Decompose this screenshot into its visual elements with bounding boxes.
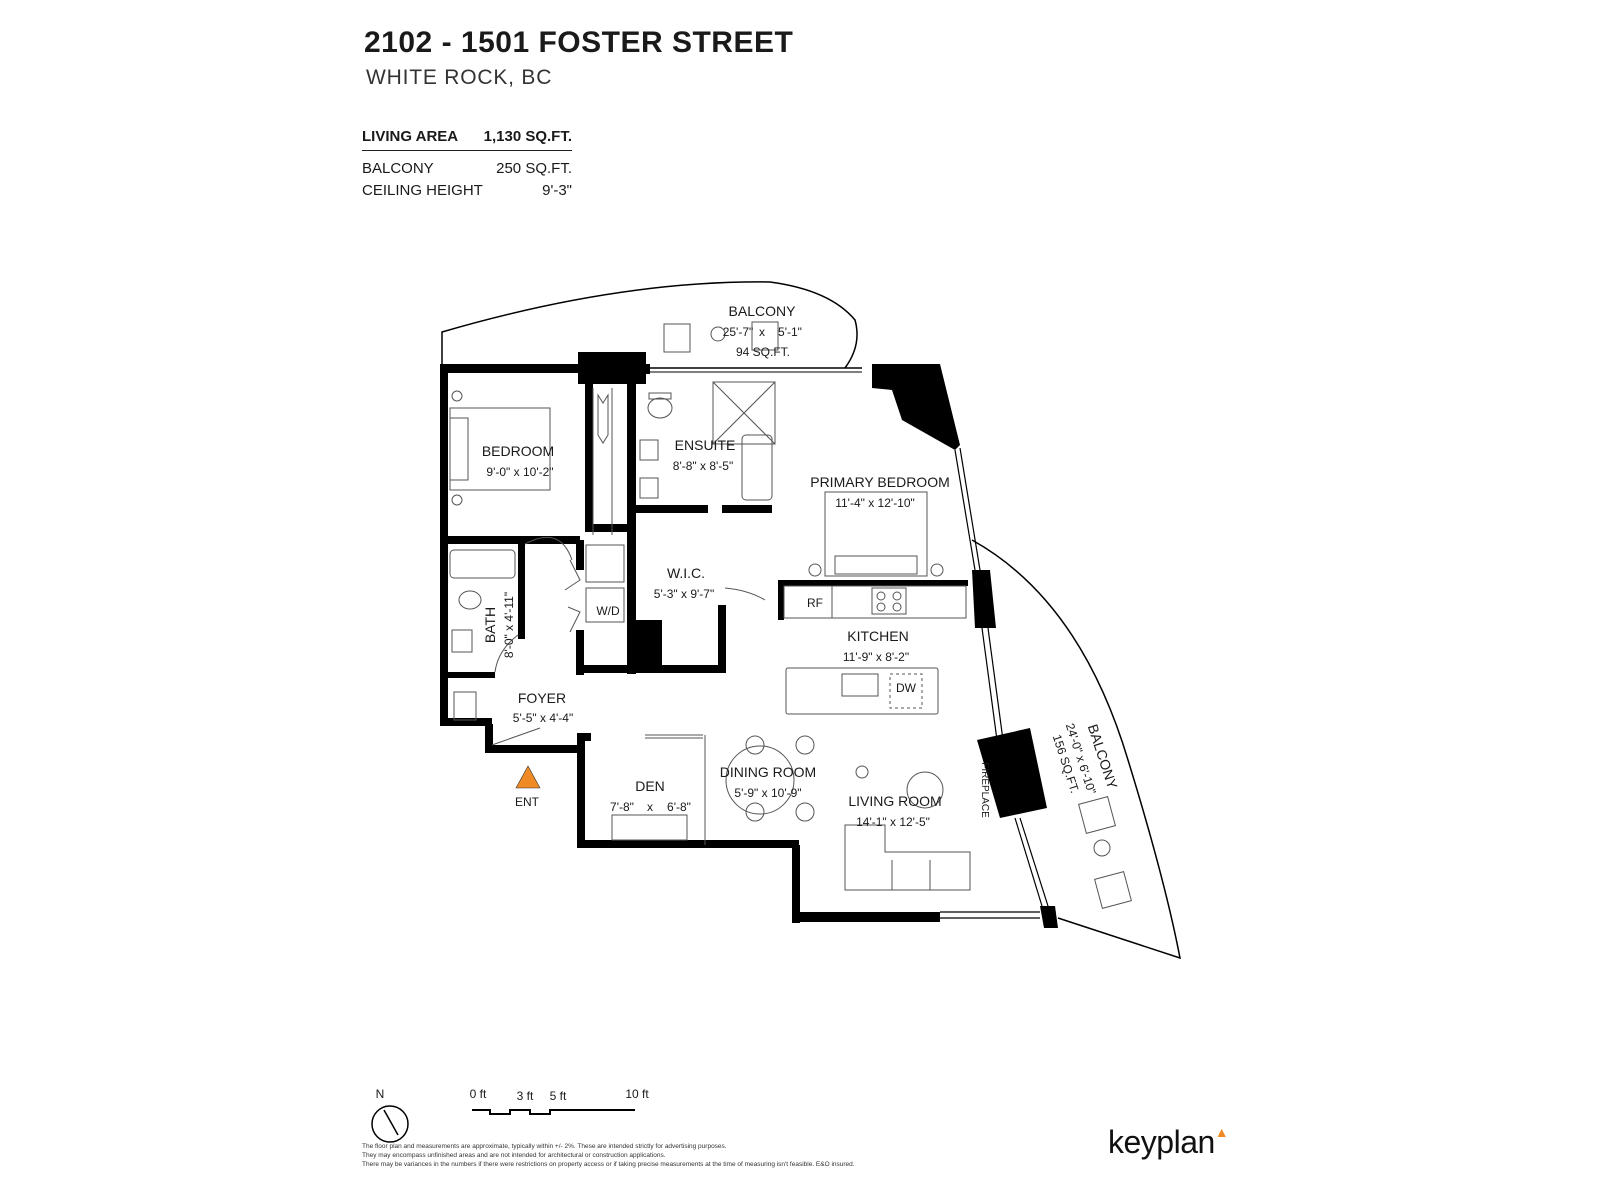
disclaimer-line: The floor plan and measurements are appr… bbox=[362, 1143, 727, 1150]
scale-label-10: 10 ft bbox=[625, 1087, 649, 1101]
bath-fixtures bbox=[449, 549, 516, 721]
balcony-area-label: BALCONY bbox=[362, 159, 434, 177]
exterior-walls bbox=[440, 352, 1058, 928]
living-area-row: LIVING AREA 1,130 SQ.FT. bbox=[362, 122, 572, 151]
kitchen-dims: 11'-9" x 8'-2" bbox=[843, 650, 909, 664]
entrance-marker: ENT bbox=[515, 765, 541, 809]
kitchen-name: KITCHEN bbox=[847, 628, 908, 644]
den-width: 7'-8" bbox=[610, 800, 634, 814]
balcony-top-area: 94 SQ.FT. bbox=[736, 345, 790, 359]
ceiling-height-value: 9'-3" bbox=[542, 181, 572, 199]
disclaimer-line: There may be variances in the numbers if… bbox=[362, 1161, 855, 1168]
wic-dims: 5'-3" x 9'-7" bbox=[654, 587, 714, 601]
brand-logo: keyplan▲ bbox=[1108, 1124, 1229, 1161]
kitchen-counters bbox=[783, 585, 967, 715]
ceiling-height-row: CEILING HEIGHT 9'-3" bbox=[362, 179, 572, 201]
bedroom-furniture bbox=[449, 390, 551, 506]
north-label: N bbox=[376, 1087, 385, 1101]
dining-room-name: DINING ROOM bbox=[720, 764, 816, 780]
entrance-arrow-icon bbox=[515, 765, 541, 789]
dining-room-dims: 5'-9" x 10'-9" bbox=[734, 786, 801, 800]
balcony-top-depth: 5'-1" bbox=[778, 325, 802, 339]
window-lines bbox=[940, 447, 1049, 919]
primary-bedroom-dims: 11'-4" x 12'-10" bbox=[835, 496, 915, 510]
den-desk bbox=[611, 814, 688, 841]
balcony-top-width: 25'-7" bbox=[723, 325, 754, 339]
plan-location: WHITE ROCK, BC bbox=[366, 66, 553, 89]
top-balcony-outline bbox=[441, 281, 858, 369]
ensuite-dims: 8'-8" x 8'-5" bbox=[673, 459, 733, 473]
disclaimer-line: They may encompass unfinished areas and … bbox=[362, 1152, 666, 1159]
scale-label-3: 3 ft bbox=[517, 1089, 534, 1103]
top-balcony-furniture bbox=[663, 321, 779, 353]
interior-walls bbox=[440, 374, 968, 726]
room-labels: BALCONY 25'-7" x 5'-1" 94 SQ.FT. BEDROOM… bbox=[482, 303, 1121, 829]
bath-name: BATH bbox=[482, 607, 498, 643]
side-balcony-outline bbox=[971, 539, 1181, 960]
dw-label: DW bbox=[896, 681, 917, 695]
bedroom-dims: 9'-0" x 10'-2" bbox=[486, 465, 553, 479]
disclaimer: The floor plan and measurements are appr… bbox=[362, 1142, 982, 1169]
bedroom-name: BEDROOM bbox=[482, 443, 554, 459]
ensuite-name: ENSUITE bbox=[675, 437, 736, 453]
foyer-dims: 5'-5" x 4'-4" bbox=[513, 711, 573, 725]
den-depth: 6'-8" bbox=[667, 800, 691, 814]
den-x: x bbox=[647, 800, 653, 814]
closet-details bbox=[491, 388, 766, 845]
ceiling-height-label: CEILING HEIGHT bbox=[362, 181, 483, 199]
north-arrow: N bbox=[371, 1087, 409, 1143]
scale-label-0: 0 ft bbox=[470, 1087, 487, 1101]
living-furniture bbox=[844, 765, 971, 891]
living-area-label: LIVING AREA bbox=[362, 127, 459, 145]
living-room-dims: 14'-1" x 12'-5" bbox=[856, 815, 930, 829]
wic-name: W.I.C. bbox=[667, 565, 705, 581]
scale-bar: 0 ft 3 ft 5 ft 10 ft bbox=[470, 1087, 649, 1115]
rf-label: RF bbox=[807, 596, 823, 610]
laundry-fixtures bbox=[585, 544, 625, 623]
balcony-top-name: BALCONY bbox=[729, 303, 797, 319]
living-room-name: LIVING ROOM bbox=[848, 793, 941, 809]
den-name: DEN bbox=[635, 778, 665, 794]
wd-label: W/D bbox=[596, 604, 620, 618]
area-summary: LIVING AREA 1,130 SQ.FT. BALCONY 250 SQ.… bbox=[362, 122, 572, 201]
plan-title: 2102 - 1501 FOSTER STREET bbox=[364, 26, 794, 59]
balcony-area-value: 250 SQ.FT. bbox=[496, 159, 572, 177]
fox-icon: ▲ bbox=[1214, 1124, 1229, 1140]
primary-bed bbox=[808, 491, 944, 577]
bath-dims: 8'-0" x 4'-11" bbox=[502, 592, 516, 658]
entrance-label: ENT bbox=[515, 795, 540, 809]
foyer-name: FOYER bbox=[518, 690, 566, 706]
fireplace-label: FIREPLACE bbox=[979, 762, 990, 818]
primary-bedroom-name: PRIMARY BEDROOM bbox=[810, 474, 950, 490]
side-balcony-furniture bbox=[1078, 796, 1132, 909]
dining-table bbox=[725, 735, 815, 822]
ensuite-fixtures bbox=[639, 381, 776, 501]
compass-icon bbox=[371, 1105, 409, 1143]
balcony-top-x: x bbox=[759, 325, 765, 339]
living-area-value: 1,130 SQ.FT. bbox=[483, 127, 572, 145]
balcony-area-row: BALCONY 250 SQ.FT. bbox=[362, 157, 572, 179]
scale-label-5: 5 ft bbox=[550, 1089, 567, 1103]
brand-logo-text: keyplan bbox=[1108, 1124, 1215, 1160]
